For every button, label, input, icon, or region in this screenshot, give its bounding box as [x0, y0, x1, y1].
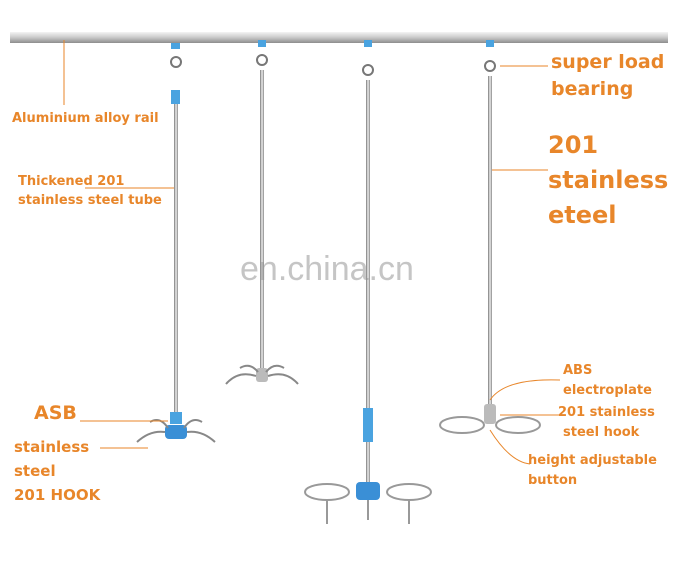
label-load-line2: bearing	[551, 78, 634, 100]
label-asb: ASB	[34, 402, 77, 424]
label-shook-line1: 201 stainless	[558, 405, 655, 420]
label-tube-line1: Thickened 201	[18, 174, 125, 189]
label-hook-line2: steel	[14, 462, 56, 480]
callout-lines	[63, 40, 561, 465]
label-steel-line1: 201	[548, 131, 599, 159]
label-shook-line2: steel hook	[563, 425, 640, 440]
pole-1	[136, 43, 216, 443]
aluminium-rail	[10, 32, 668, 43]
label-button-line1: height adjustable	[528, 453, 657, 468]
pole-4	[439, 40, 541, 434]
label-load-line1: super load	[551, 51, 665, 73]
label-steel-line3: eteel	[548, 201, 617, 229]
label-abs-line1: ABS	[563, 363, 593, 378]
label-abs-line2: electroplate	[563, 383, 652, 398]
label-rail: Aluminium alloy rail	[12, 111, 159, 126]
label-tube-line2: stainless steel tube	[18, 193, 162, 208]
label-button-line2: button	[528, 473, 578, 488]
label-hook-line1: stainless	[14, 438, 90, 456]
pole-3	[304, 40, 432, 524]
watermark: en.china.cn	[240, 250, 414, 288]
label-hook-line3: 201 HOOK	[14, 486, 101, 504]
label-steel-line2: stainless	[548, 166, 669, 194]
pole-2	[225, 40, 299, 385]
